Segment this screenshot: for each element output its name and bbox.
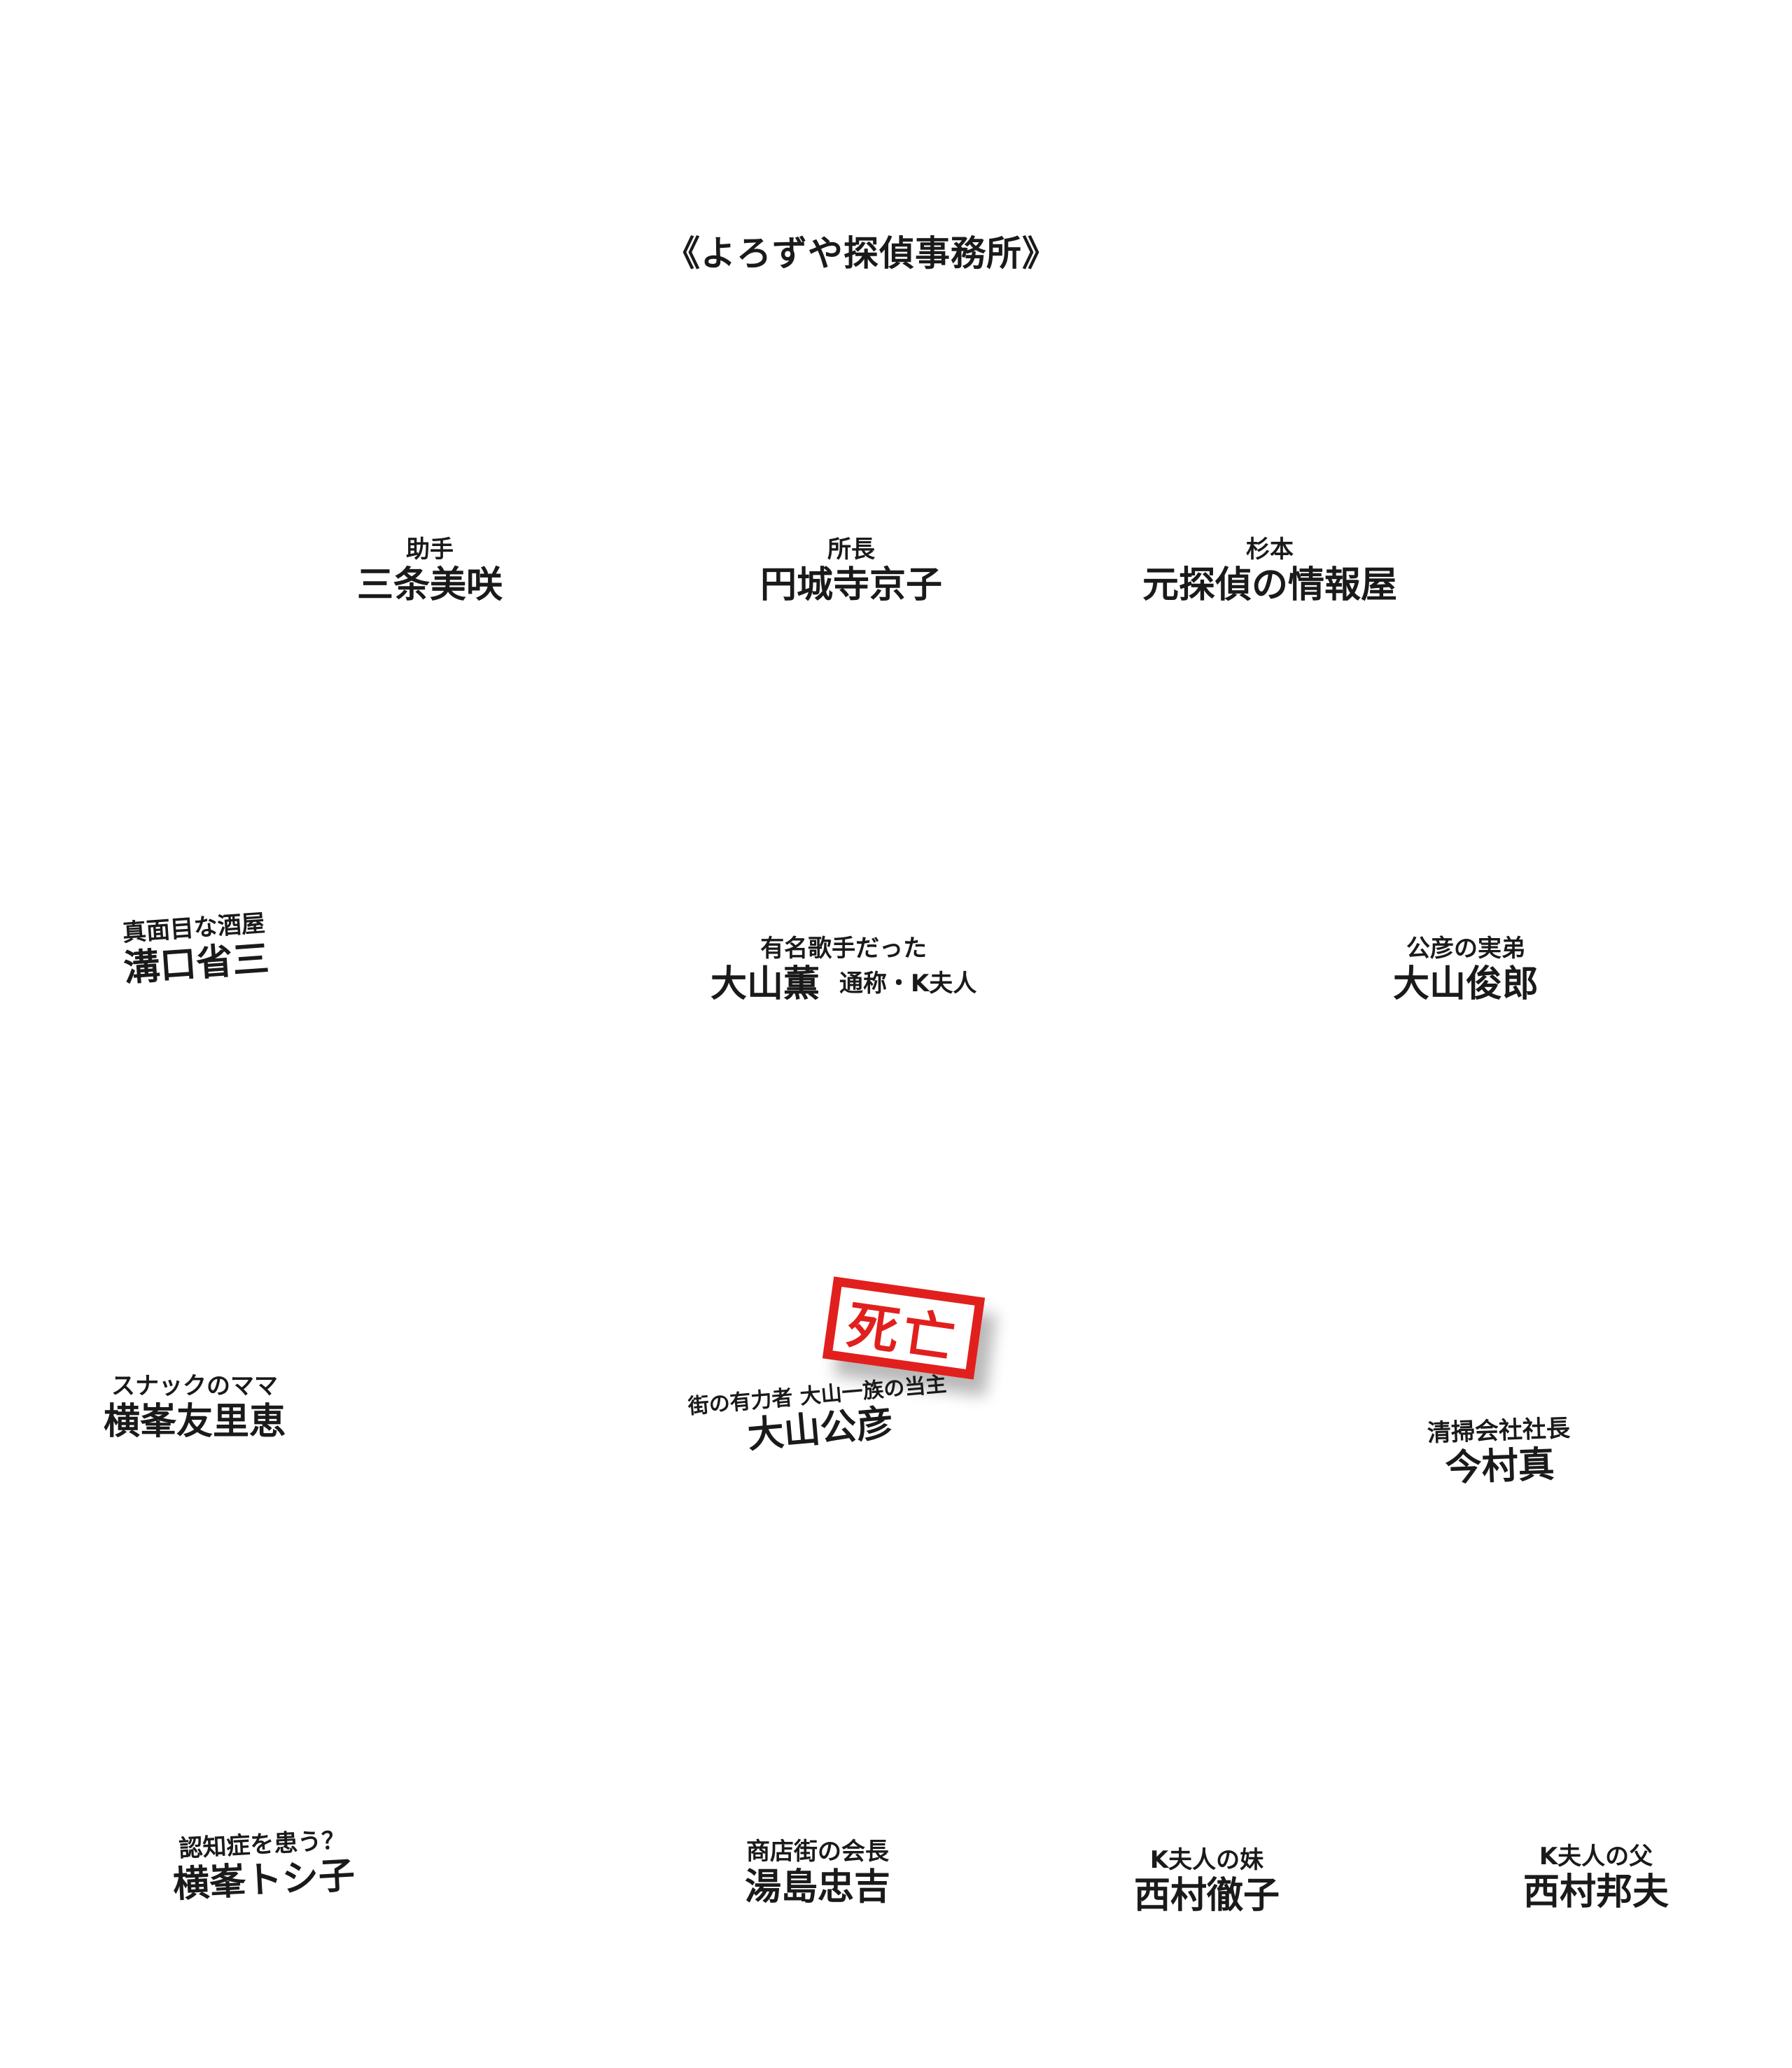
person-tetsuko: K夫人の妹 西村徹子 <box>1134 1846 1280 1917</box>
role-label: 有名歌手だった <box>760 935 927 963</box>
person-kyoko: 所長 円城寺京子 <box>760 536 942 606</box>
deceased-stamp: 死亡 <box>822 1276 986 1380</box>
role-label: 所長 <box>827 536 875 564</box>
role-label: 商店街の会長 <box>746 1838 889 1866</box>
role-label: K夫人の妹 <box>1149 1846 1264 1874</box>
agency-title: 《よろずや探偵事務所》 <box>665 232 1058 274</box>
role-label: スナックのママ <box>111 1372 278 1400</box>
person-toshiko: 認知症を患う？ 横峯トシ子 <box>171 1826 356 1906</box>
person-name: 溝口省三 <box>122 937 271 990</box>
person-misaki: 助手 三条美咲 <box>357 536 503 606</box>
name-row: 大山薫 通称・K夫人 <box>710 963 976 1005</box>
person-name: 西村徹子 <box>1134 1873 1280 1917</box>
person-makoto: 清掃会社社長 今村真 <box>1427 1414 1572 1490</box>
person-name: 三条美咲 <box>357 563 503 606</box>
person-sugimoto: 杉本 元探偵の情報屋 <box>1142 536 1397 606</box>
alias-label: 通称・K夫人 <box>839 969 977 998</box>
person-shozo: 真面目な酒屋 溝口省三 <box>120 909 271 990</box>
person-name: 大山薫 <box>710 962 820 1005</box>
person-name: 湯島忠吉 <box>745 1865 891 1908</box>
person-name: 円城寺京子 <box>760 563 943 606</box>
person-name: 横峯友里恵 <box>104 1399 286 1443</box>
role-label: 助手 <box>406 536 454 564</box>
person-name: 横峯トシ子 <box>172 1854 356 1906</box>
person-yurie: スナックのママ 横峯友里恵 <box>104 1372 286 1443</box>
person-name: 西村邦夫 <box>1523 1870 1670 1913</box>
person-kunio: K夫人の父 西村邦夫 <box>1523 1843 1669 1913</box>
person-name: 元探偵の情報屋 <box>1142 563 1398 606</box>
person-kimihiko: 街の有力者 大山一族の当主 大山公彦 <box>687 1372 951 1462</box>
role-label: 公彦の実弟 <box>1406 935 1525 963</box>
person-name: 大山俊郎 <box>1393 962 1539 1005</box>
role-label: 杉本 <box>1246 536 1294 564</box>
person-toshiro: 公彦の実弟 大山俊郎 <box>1393 935 1539 1005</box>
person-name: 今村真 <box>1444 1443 1555 1490</box>
person-kaoru: 有名歌手だった 大山薫 通称・K夫人 <box>710 935 976 1005</box>
person-tadayoshi: 商店街の会長 湯島忠吉 <box>745 1838 890 1908</box>
role-label: K夫人の父 <box>1539 1843 1653 1871</box>
